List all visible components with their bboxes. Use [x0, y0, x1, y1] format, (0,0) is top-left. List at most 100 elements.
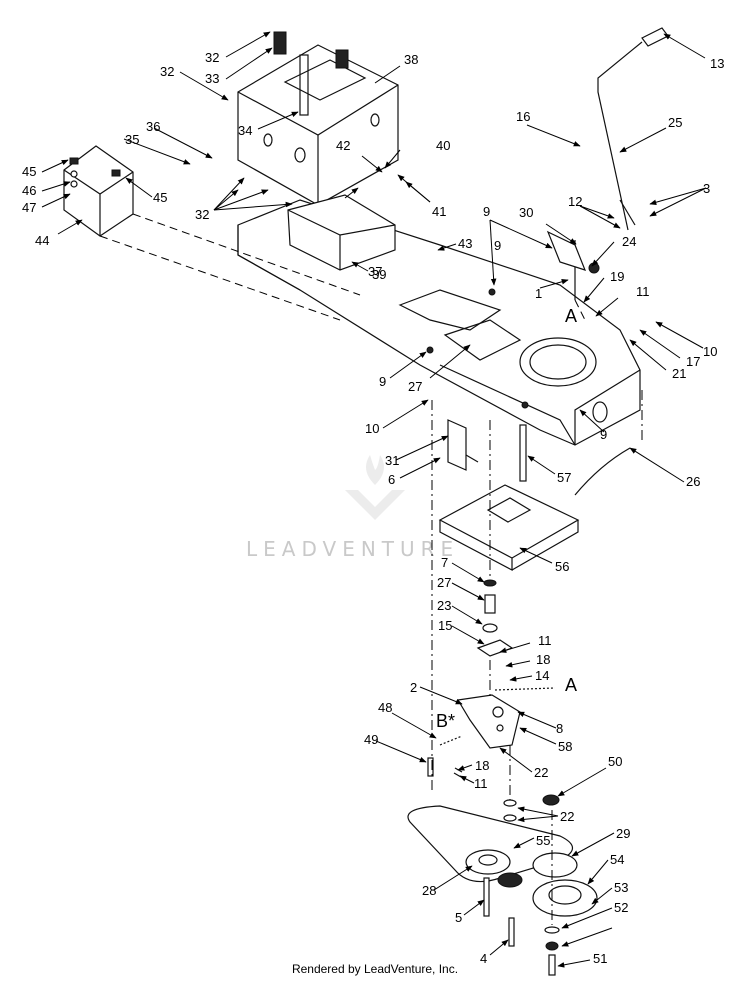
callout-6: 6 — [388, 472, 395, 487]
footer-credit: Rendered by LeadVenture, Inc. — [291, 962, 459, 976]
washer — [503, 799, 517, 807]
callout-8: 8 — [556, 721, 563, 736]
callout-36: 36 — [146, 119, 160, 134]
callout-57: 57 — [557, 470, 571, 485]
callout-22a: 22 — [534, 765, 548, 780]
callout-9d: 9 — [600, 427, 607, 442]
callout-27b: 27 — [437, 575, 451, 590]
callout-51: 51 — [593, 951, 607, 966]
callout-7: 7 — [441, 555, 448, 570]
callout-2: 2 — [410, 680, 417, 695]
callout-34: 34 — [238, 123, 252, 138]
callout-56: 56 — [555, 559, 569, 574]
callout-5: 5 — [455, 910, 462, 925]
callout-54: 54 — [610, 852, 624, 867]
washer — [503, 814, 517, 822]
callout-29: 29 — [616, 826, 630, 841]
spacer-stack — [476, 579, 514, 657]
callout-33: 33 — [205, 71, 219, 86]
section-letter-b: B* — [436, 711, 455, 731]
callout-21: 21 — [672, 366, 686, 381]
callout-45a: 45 — [22, 164, 36, 179]
callout-11b: 11 — [538, 633, 552, 648]
callout-35: 35 — [125, 132, 139, 147]
callout-4: 4 — [480, 951, 487, 966]
watermark-text: LEADVENTURE — [246, 537, 459, 561]
bracket — [447, 419, 479, 471]
callout-16: 16 — [516, 109, 530, 124]
callout-40: 40 — [436, 138, 450, 153]
watermark-logo — [345, 455, 405, 520]
callout-46: 46 — [22, 183, 36, 198]
callout-39: 39 — [372, 267, 386, 282]
bolt — [427, 757, 434, 777]
spring — [273, 31, 349, 69]
nut — [542, 794, 560, 806]
cable — [574, 447, 631, 496]
callout-18b: 18 — [475, 758, 489, 773]
callout-45b: 45 — [153, 190, 167, 205]
callout-10a: 10 — [703, 344, 717, 359]
callout-31: 31 — [385, 453, 399, 468]
callout-11c: 11 — [474, 776, 488, 791]
callout-37: 37 — [368, 264, 382, 279]
callout-55: 55 — [536, 833, 550, 848]
callout-32c: 32 — [195, 207, 209, 222]
callout-13: 13 — [710, 56, 724, 71]
callout-42: 42 — [336, 138, 350, 153]
spring — [439, 735, 463, 746]
callout-9a: 9 — [483, 204, 490, 219]
washer — [544, 926, 560, 934]
callout-25: 25 — [668, 115, 682, 130]
callout-44: 44 — [35, 233, 49, 248]
callout-50: 50 — [608, 754, 622, 769]
callout-12: 12 — [568, 194, 582, 209]
callout-17: 17 — [686, 354, 700, 369]
callout-9b: 9 — [494, 238, 501, 253]
callout-labels: 1 2 3 4 5 6 7 8 9 9 9 9 10 10 10 11 11 1… — [22, 50, 724, 966]
spring — [494, 687, 556, 691]
callout-14: 14 — [535, 668, 549, 683]
callout-38: 38 — [404, 52, 418, 67]
callout-10b: 10 — [365, 421, 379, 436]
bolt — [508, 917, 515, 947]
mounting-plate — [438, 484, 580, 571]
idler-pulley — [465, 849, 523, 888]
transmission-pulley — [532, 852, 598, 917]
callout-32b: 32 — [160, 64, 174, 79]
bolt — [483, 877, 490, 917]
assembly-lines — [99, 213, 643, 925]
callout-47: 47 — [22, 200, 36, 215]
callout-15: 15 — [438, 618, 452, 633]
callout-53: 53 — [614, 880, 628, 895]
callout-23: 23 — [437, 598, 451, 613]
callout-58: 58 — [558, 739, 572, 754]
callout-28: 28 — [422, 883, 436, 898]
callout-9c: 9 — [379, 374, 386, 389]
nut — [545, 941, 559, 951]
drive-belt — [407, 805, 574, 883]
battery-tray — [287, 194, 396, 271]
battery — [63, 145, 134, 237]
callout-41: 41 — [432, 204, 446, 219]
callout-19: 19 — [610, 269, 624, 284]
callout-24: 24 — [622, 234, 636, 249]
callout-30: 30 — [519, 205, 533, 220]
callout-1: 1 — [535, 286, 542, 301]
callout-48: 48 — [378, 700, 392, 715]
callout-32a: 32 — [205, 50, 219, 65]
shift-lever — [597, 27, 669, 231]
callout-22b: 22 — [560, 809, 574, 824]
callout-3: 3 — [703, 181, 710, 196]
callout-27a: 27 — [408, 379, 422, 394]
callout-43: 43 — [458, 236, 472, 251]
section-letter-a-lower: A — [565, 675, 577, 695]
leader-lines — [41, 31, 707, 968]
callout-49: 49 — [364, 732, 378, 747]
callout-52: 52 — [614, 900, 628, 915]
battery-box — [237, 44, 399, 206]
bolt — [548, 954, 556, 976]
idler-bracket — [457, 694, 521, 749]
pin — [519, 424, 527, 482]
